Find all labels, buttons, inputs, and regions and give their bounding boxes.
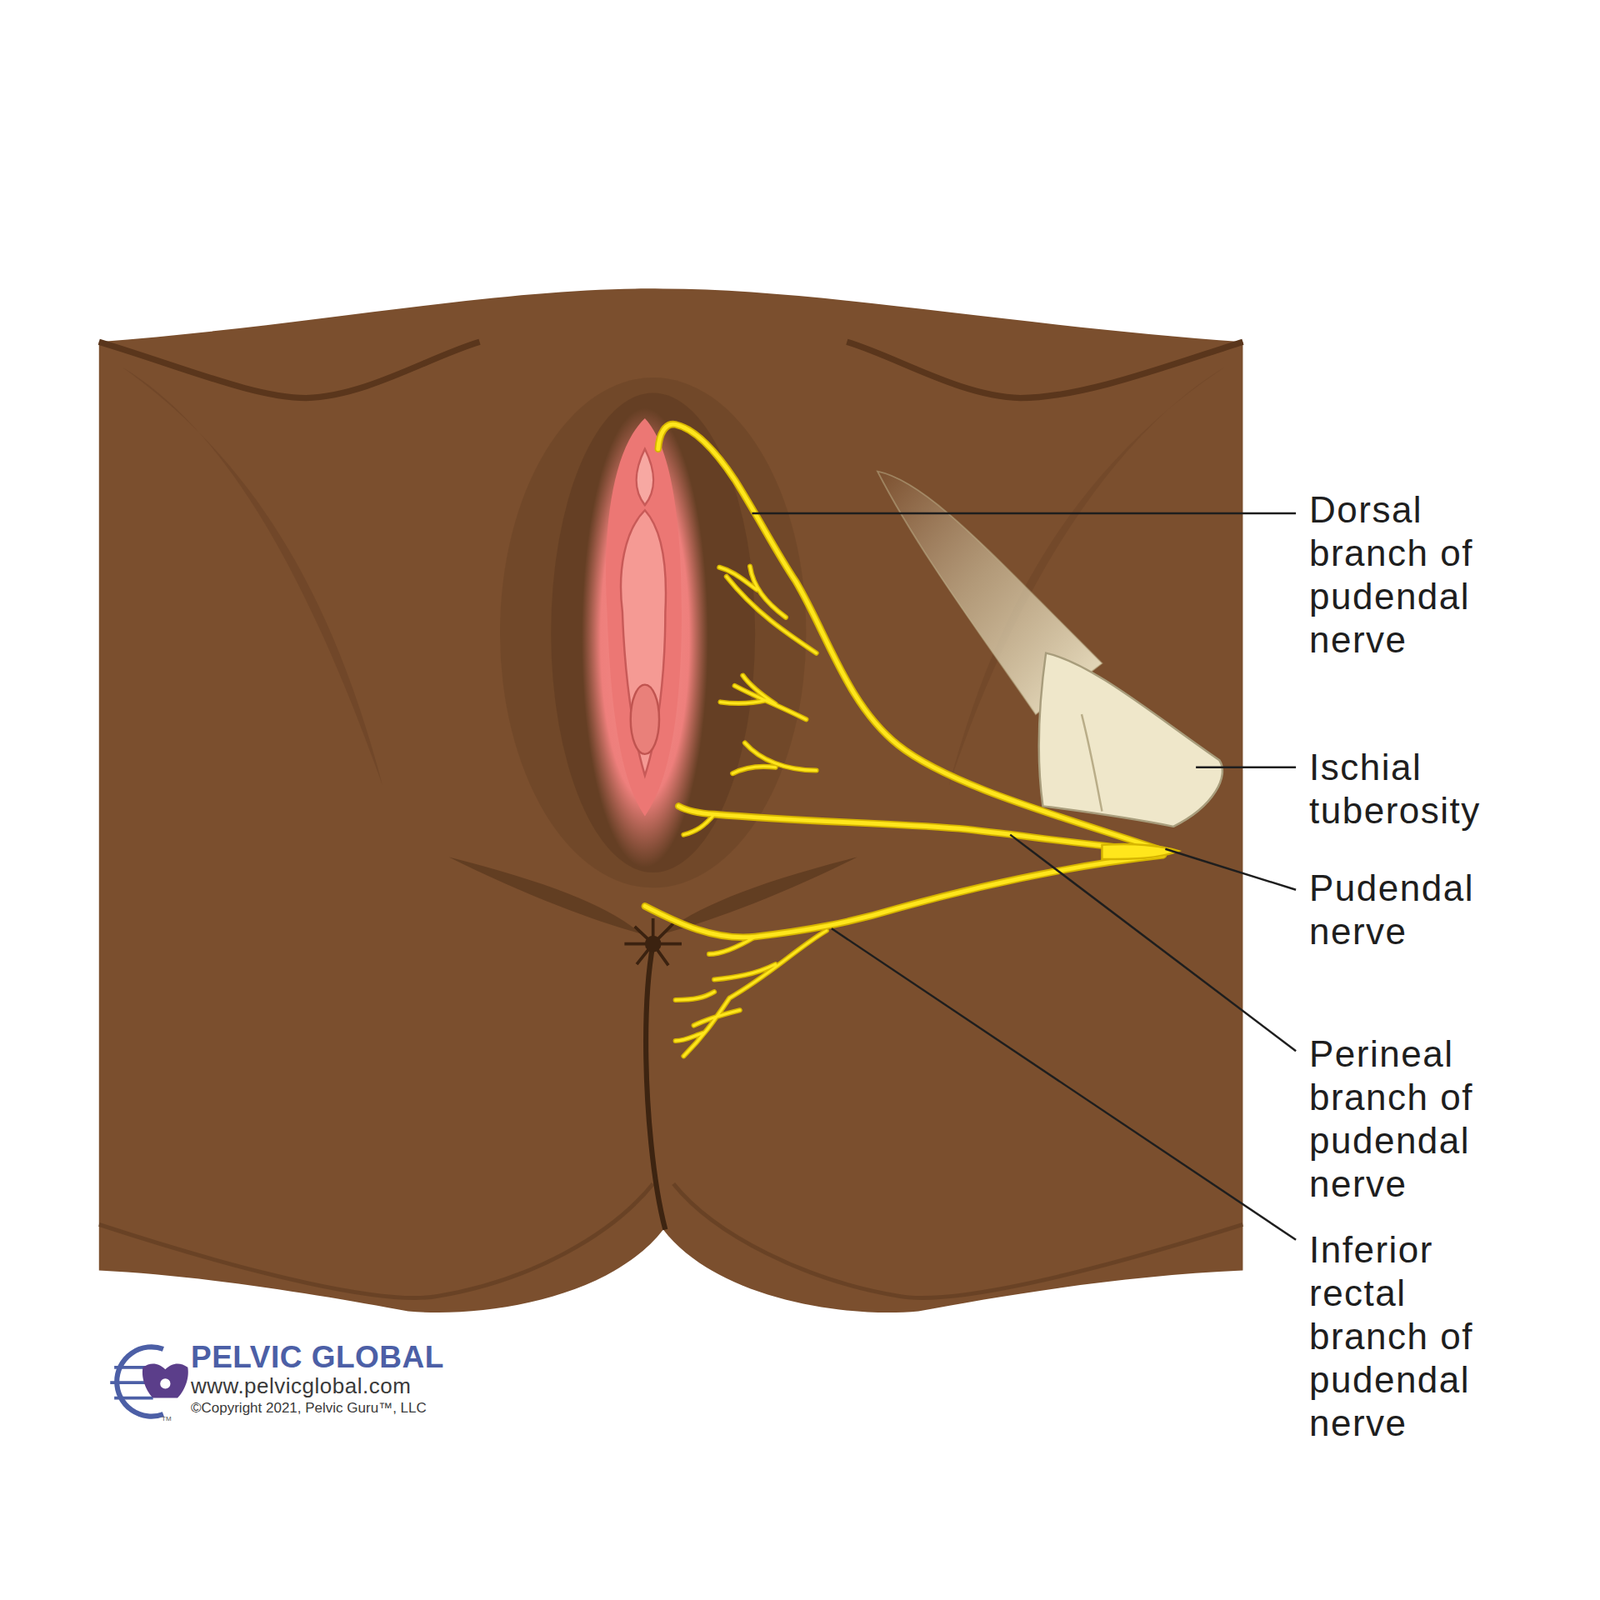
thigh-crease [99, 341, 480, 398]
buttock-crease [99, 1183, 654, 1298]
nerve [645, 424, 1164, 1056]
watermark-trademark: TM [161, 1415, 172, 1423]
vulva-detail [630, 685, 660, 755]
vulva-detail [636, 449, 654, 505]
nerve-outline [645, 424, 1164, 1056]
ischial-tuberosity [1039, 653, 1223, 827]
labia-shadow [500, 377, 806, 888]
body-outline [99, 288, 1244, 1313]
skin-shadow [122, 367, 383, 786]
part-label: Perineal branch of pudendal nerve [1309, 1032, 1528, 1206]
watermark-url: www.pelvicglobal.com [190, 1373, 411, 1400]
part-label: Ischial tuberosity [1309, 745, 1528, 833]
part-label: Inferior rectal branch of pudendal nerve [1309, 1228, 1528, 1445]
part-label: Dorsal branch of pudendal nerve [1309, 488, 1528, 662]
buttock-crease [673, 1183, 1243, 1298]
vulva [605, 418, 682, 817]
leader-line [751, 513, 1296, 1240]
vulva-detail [620, 510, 666, 775]
bone-edge [1081, 714, 1102, 811]
gluteal-cleft [645, 944, 665, 1230]
pudendal-trunk [1101, 844, 1179, 860]
anus [645, 935, 662, 953]
thigh-crease [846, 341, 1243, 398]
anus [624, 918, 682, 965]
vulva-glow [581, 408, 709, 868]
logo-icon [110, 1346, 189, 1416]
watermark-copyright: ©Copyright 2021, Pelvic Guru™, LLC [190, 1400, 427, 1417]
watermark-brand: PELVIC GLOBAL [190, 1340, 445, 1375]
part-label: Pudendal nerve [1309, 866, 1528, 954]
